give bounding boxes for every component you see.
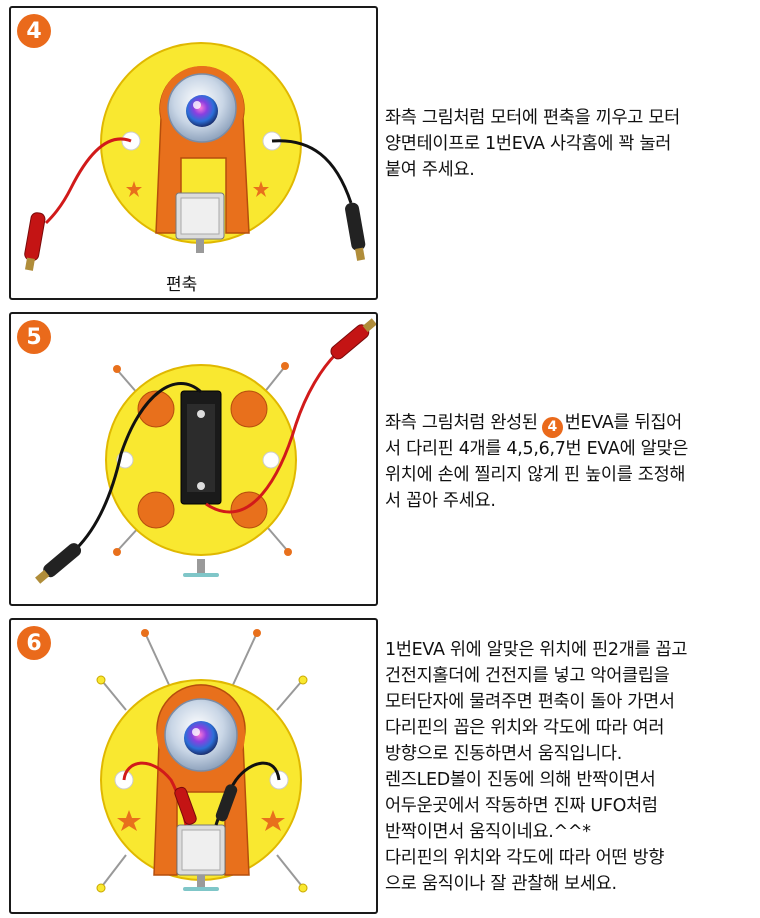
text-line: 서 꼽아 주세요.: [385, 491, 496, 511]
text-fragment: 번EVA를 뒤집어: [564, 413, 683, 433]
text-line: 렌즈LED볼이 진동에 의해 반짝이면서: [385, 770, 656, 790]
step-5-panel: 5: [9, 312, 378, 606]
text-line: 으로 움직이나 잘 관찰해 보세요.: [385, 874, 617, 894]
step-reference-badge: 4: [541, 416, 563, 438]
text-line: 붙여 주세요.: [385, 160, 475, 180]
step-4-panel: 4 편축: [9, 6, 378, 300]
star-left: [126, 181, 142, 197]
step-number-badge: 4: [17, 14, 51, 48]
text-line: 다리핀의 꼽은 위치와 각도에 따라 여러: [385, 718, 665, 738]
step-6-illustration: [96, 629, 308, 893]
text-line: 건전지홀더에 건전지를 넣고 악어클립을: [385, 666, 670, 686]
red-alligator-clip: [330, 318, 376, 360]
step-number-badge: 5: [17, 320, 51, 354]
eccentric-shaft-label: 편축: [166, 275, 198, 295]
step-6-panel: 6: [9, 618, 378, 914]
red-alligator-clip: [174, 786, 197, 825]
text-line: 양면테이프로 1번EVA 사각홈에 꽉 눌러: [385, 134, 672, 154]
step-number-badge: 6: [17, 626, 51, 660]
led-ball: [184, 721, 218, 755]
star-left: [117, 810, 141, 831]
star-right: [261, 810, 285, 831]
text-line: 서 다리핀 4개를 4,5,6,7번 EVA에 알맞은: [385, 439, 689, 459]
black-alligator-clip: [35, 543, 82, 584]
step-6-description: 1번EVA 위에 알맞은 위치에 핀2개를 꼽고 건전지홀더에 건전지를 넣고 …: [385, 637, 757, 897]
red-alligator-clip: [24, 212, 46, 271]
text-line: 1번EVA 위에 알맞은 위치에 핀2개를 꼽고: [385, 640, 688, 660]
black-wire: [74, 382, 203, 551]
red-wire: [205, 352, 338, 514]
black-alligator-clip: [215, 784, 238, 822]
black-alligator-clip: [345, 202, 366, 261]
text-line: 반짝이면서 움직이네요.^^*: [385, 822, 591, 842]
text-line: 방향으로 진동하면서 움직입니다.: [385, 744, 622, 764]
step-5-illustration: [35, 318, 376, 584]
star-right: [253, 181, 269, 197]
led-ball: [186, 95, 218, 127]
red-wire: [44, 137, 132, 225]
step-4-illustration: [24, 42, 366, 271]
text-fragment: 좌측 그림처럼 완성된: [385, 413, 538, 433]
text-line: 모터단자에 물려주면 편축이 돌아 가면서: [385, 692, 675, 712]
black-wire: [271, 139, 353, 204]
step-4-description: 좌측 그림처럼 모터에 편축을 끼우고 모터 양면테이프로 1번EVA 사각홈에…: [385, 105, 757, 183]
text-line: 좌측 그림처럼 모터에 편축을 끼우고 모터: [385, 108, 680, 128]
text-line: 다리핀의 위치와 각도에 따라 어떤 방향: [385, 848, 665, 868]
text-line: 위치에 손에 찔리지 않게 핀 높이를 조정해: [385, 465, 686, 485]
text-line: 어두운곳에서 작동하면 진짜 UFO처럼: [385, 796, 658, 816]
